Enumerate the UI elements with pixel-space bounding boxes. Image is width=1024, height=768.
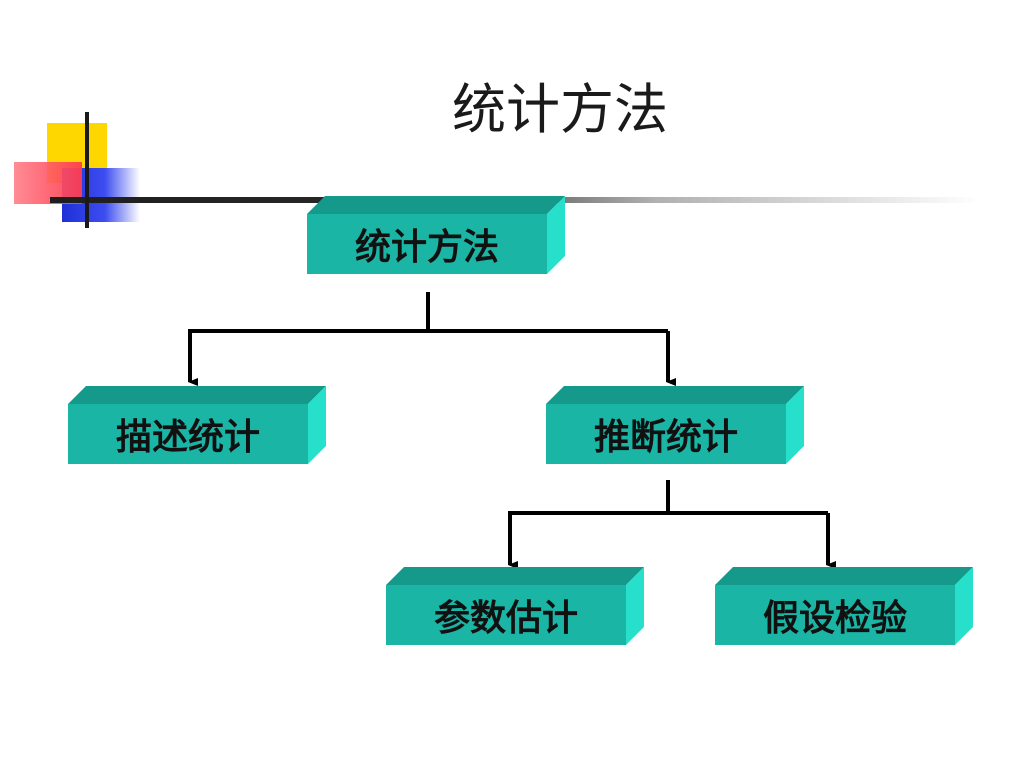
- node-inferential-box: [546, 386, 804, 464]
- node-root-box: [307, 196, 565, 274]
- decor-vertical-line: [85, 112, 89, 228]
- node-inferential-label: 推断统计: [593, 417, 738, 458]
- node-hypothesis-box: [715, 567, 973, 645]
- root-connector: [188, 292, 676, 386]
- node-hypothesis-label: 假设检验: [762, 598, 907, 639]
- node-root-label: 统计方法: [354, 227, 499, 268]
- node-descriptive-label: 描述统计: [115, 417, 260, 458]
- slide-title: 统计方法: [452, 78, 668, 141]
- node-estimation-box: [386, 567, 644, 645]
- inference-connector: [508, 480, 836, 569]
- node-estimation-label: 参数估计: [433, 598, 578, 639]
- node-descriptive-box: [68, 386, 326, 464]
